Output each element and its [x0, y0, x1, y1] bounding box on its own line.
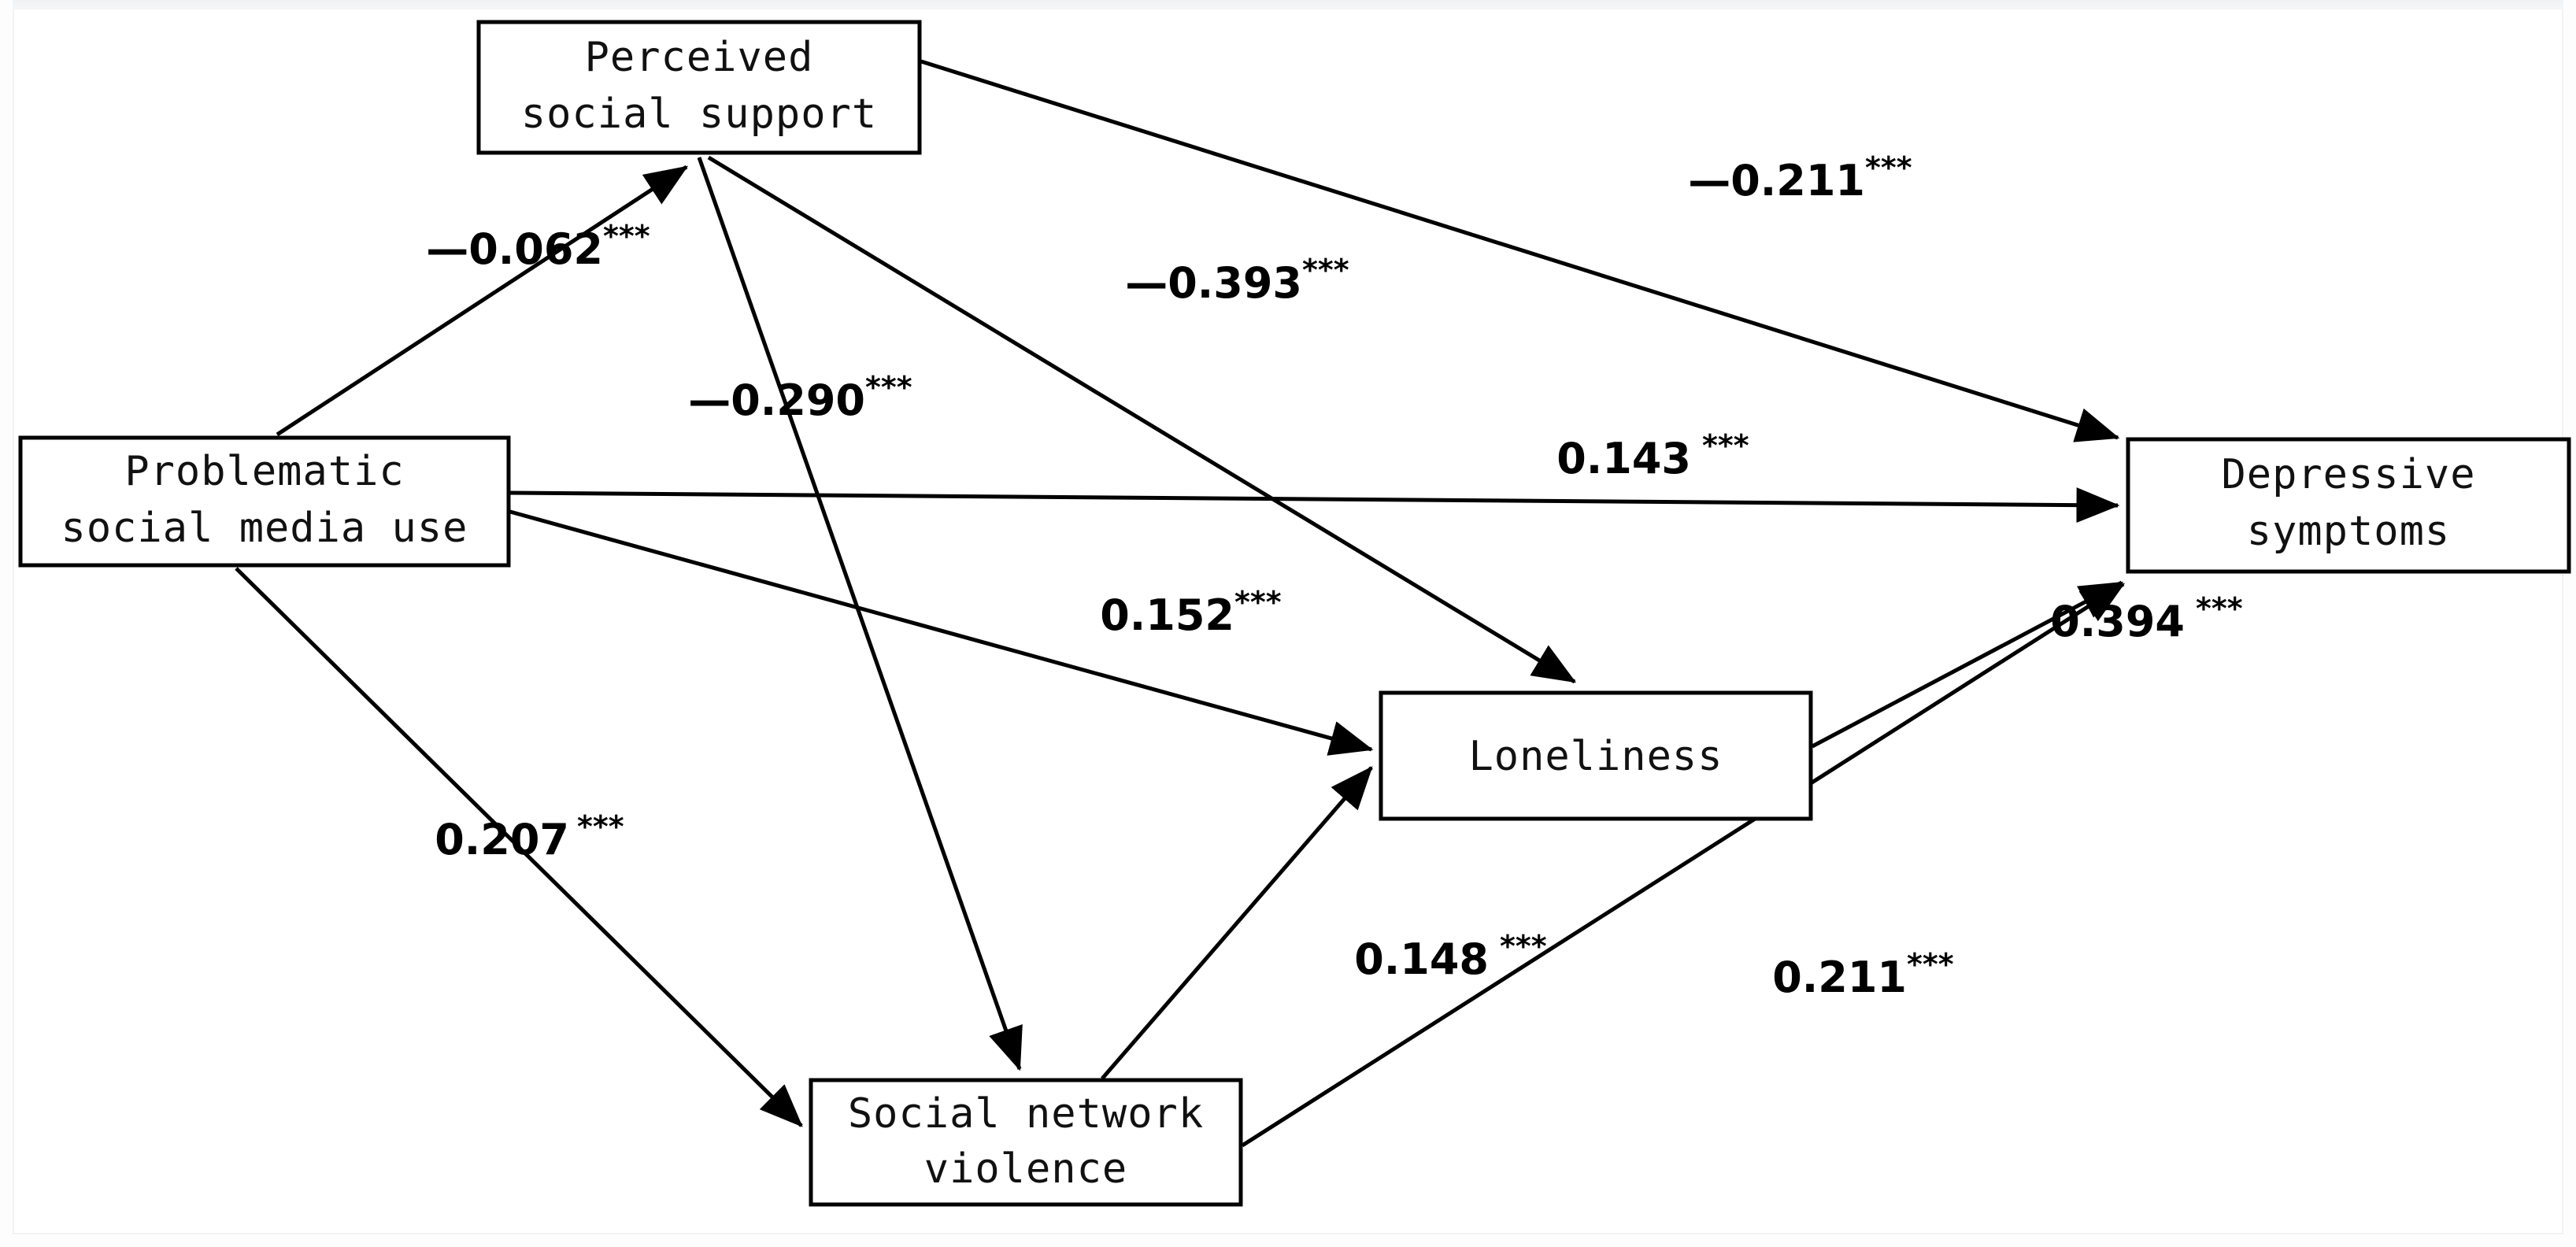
svg-text:0.143***: 0.143 *** [1423, 428, 1852, 483]
svg-text:—0.062***: —0.062*** [293, 219, 753, 274]
coef-stars-pss-to-lon: *** [1302, 253, 1349, 287]
node-perceived-social-support[interactable]: Perceived social support [476, 20, 922, 155]
coef-value-snv-to-lon: 0.148 [1354, 934, 1489, 984]
node-problematic-social-media-use[interactable]: Problematic social media use [18, 435, 511, 568]
node-label-pss-line1: Perceived [585, 34, 814, 81]
coef-pss-to-dep: —0.211*** [1555, 150, 2015, 205]
svg-text:—0.393***: —0.393*** [992, 253, 1453, 308]
node-label-dep-line2: symptoms [2247, 508, 2450, 555]
coef-pss-to-lon: —0.393*** [992, 253, 1453, 308]
coef-stars-snv-to-lon: *** [1500, 929, 1547, 964]
coef-stars-lon-to-dep: *** [2196, 591, 2243, 626]
coef-stars-psmu-to-lon: *** [1234, 585, 1282, 620]
edge-pss-to-snv [697, 157, 1023, 1071]
edge-psmu-to-dep [509, 487, 2120, 524]
node-label-snv-line2: violence [924, 1145, 1127, 1193]
svg-text:0.152***: 0.152*** [967, 585, 1385, 640]
node-label-pss-line2: social support [521, 91, 877, 138]
coef-psmu-to-pss: —0.062*** [293, 219, 753, 274]
node-label-lon-line1: Loneliness [1468, 733, 1723, 780]
svg-text:0.207***: 0.207*** [302, 809, 727, 864]
coef-value-psmu-to-lon: 0.152 [1100, 590, 1234, 640]
coef-stars-psmu-to-pss: *** [603, 219, 650, 253]
canvas-frame [13, 9, 2563, 1234]
coef-value-psmu-to-pss: —0.062 [426, 224, 603, 274]
edge-lon-to-dep [1811, 580, 2124, 749]
edge-pss-to-dep [920, 59, 2120, 442]
coef-stars-pss-to-dep: *** [1865, 150, 1912, 185]
coef-snv-to-dep: 0.211*** [1639, 947, 2057, 1002]
edge-pss-to-lon [707, 155, 1577, 684]
svg-text:0.394***: 0.394 *** [1917, 591, 2346, 646]
coef-value-snv-to-dep: 0.211 [1772, 953, 1907, 1002]
svg-text:0.148***: 0.148 *** [1221, 929, 1650, 984]
node-social-network-violence[interactable]: Social network violence [809, 1078, 1243, 1207]
node-loneliness[interactable]: Loneliness [1379, 690, 1813, 821]
coef-value-pss-to-snv: —0.290 [688, 376, 865, 425]
coef-value-psmu-to-dep: 0.143 [1556, 434, 1691, 483]
coef-stars-psmu-to-snv: *** [577, 809, 624, 844]
edge-snv-to-lon [1101, 766, 1373, 1080]
node-depressive-symptoms[interactable]: Depressive symptoms [2126, 437, 2571, 574]
coef-psmu-to-dep: 0.143 *** [1423, 428, 1852, 483]
svg-text:0.211***: 0.211*** [1639, 947, 2057, 1002]
coef-lon-to-dep: 0.394 *** [1917, 591, 2346, 646]
coef-value-psmu-to-snv: 0.207 [435, 815, 569, 864]
edge-psmu-to-pss [276, 165, 689, 437]
edge-snv-to-dep [1241, 582, 2126, 1148]
node-label-psmu-line2: social media use [61, 505, 468, 552]
coef-snv-to-lon: 0.148 *** [1221, 929, 1650, 984]
node-label-snv-line1: Social network [848, 1090, 1204, 1138]
svg-text:—0.290***: —0.290*** [555, 370, 1016, 425]
coef-stars-snv-to-dep: *** [1907, 947, 1954, 982]
svg-text:—0.211***: —0.211*** [1555, 150, 2015, 205]
coef-stars-psmu-to-dep: *** [1702, 428, 1749, 463]
node-label-dep-line1: Depressive [2221, 451, 2475, 498]
coef-psmu-to-lon: 0.152*** [967, 585, 1385, 640]
coef-stars-pss-to-snv: *** [865, 370, 912, 405]
edge-psmu-to-snv [235, 567, 803, 1127]
coef-value-pss-to-lon: —0.393 [1125, 258, 1302, 308]
coef-psmu-to-snv: 0.207*** [302, 809, 727, 864]
coef-pss-to-snv: —0.290*** [555, 370, 1016, 425]
coef-value-pss-to-dep: —0.211 [1688, 156, 1865, 205]
edge-psmu-to-lon [509, 509, 1374, 756]
node-label-psmu-line1: Problematic [124, 448, 404, 495]
coef-value-lon-to-dep: 0.394 [2050, 597, 2185, 646]
